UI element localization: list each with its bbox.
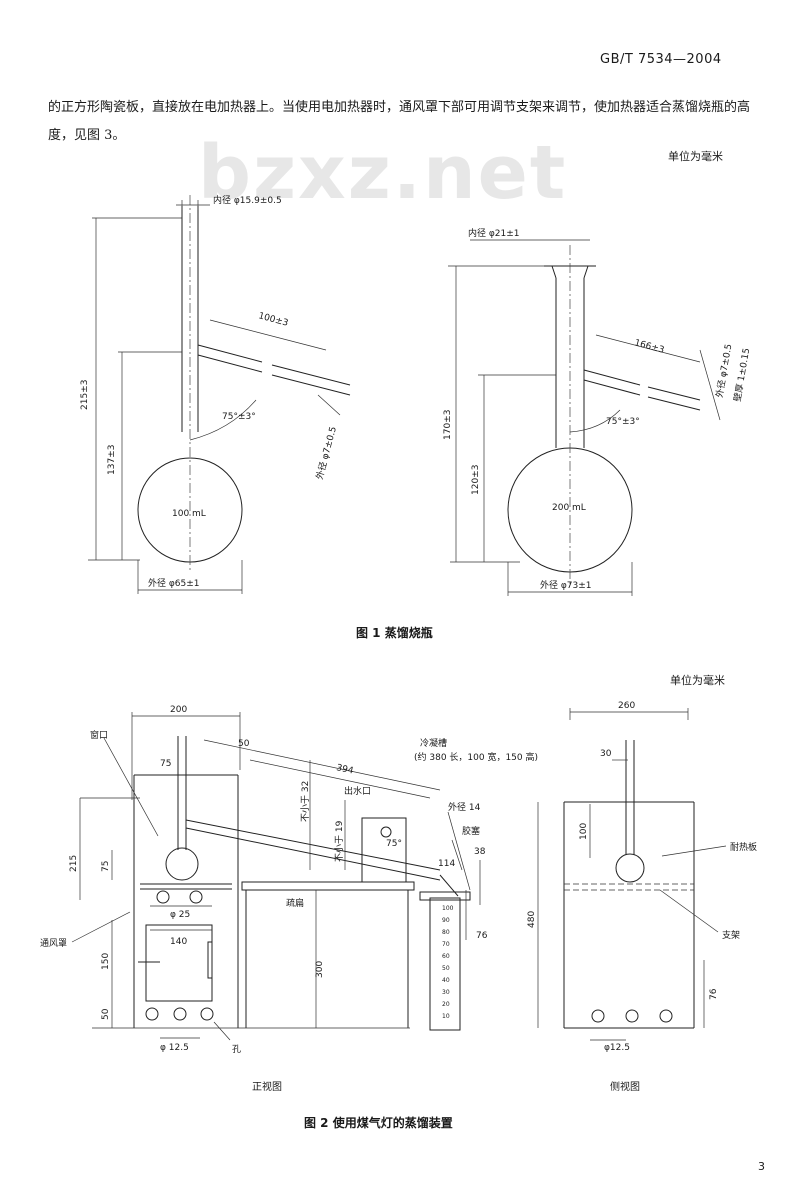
standard-code: GB/T 7534—2004 xyxy=(600,52,722,67)
left-lower-height: 137±3 xyxy=(107,445,117,475)
left-volume: 100 mL xyxy=(172,509,206,519)
front-angle-75: 75° xyxy=(386,839,402,849)
right-total-height: 170±3 xyxy=(443,410,453,440)
left-angle: 75°±3° xyxy=(222,412,256,422)
front-dim-76: 76 xyxy=(476,931,488,941)
right-wall: 壁厚 1±0.15 xyxy=(731,347,752,402)
front-dim-38: 38 xyxy=(474,847,486,857)
front-view-label: 正视图 xyxy=(252,1082,282,1093)
side-dim-76: 76 xyxy=(709,988,719,1000)
front-not-less-32: 不小于 32 xyxy=(300,781,311,822)
right-side-outer: 外径 φ7±0.5 xyxy=(713,343,734,399)
cyl-tick-5: 50 xyxy=(442,965,450,972)
front-rubber-plug: 胶塞 xyxy=(462,825,480,837)
front-dim-114: 114 xyxy=(438,859,455,869)
left-inner-dia: 内径 φ15.9±0.5 xyxy=(213,194,282,206)
side-shield: 耐热板 xyxy=(730,841,757,853)
figure1-caption: 图 1 蒸馏烧瓶 xyxy=(356,626,433,640)
side-dim-480: 480 xyxy=(527,911,537,928)
right-side-length: 166±3 xyxy=(633,338,665,356)
figure2-unit: 单位为毫米 xyxy=(670,674,725,687)
left-outer-dia: 外径 φ65±1 xyxy=(148,577,200,589)
figure2-side-drawing xyxy=(537,708,727,1041)
front-dim-300: 300 xyxy=(315,961,325,978)
right-outer-dia: 外径 φ73±1 xyxy=(540,579,592,591)
figure1-unit: 单位为毫米 xyxy=(668,150,723,163)
front-dim-50: 50 xyxy=(238,739,250,749)
side-dim-100: 100 xyxy=(579,823,589,840)
left-total-height: 215±3 xyxy=(80,380,90,410)
right-lower-height: 120±3 xyxy=(471,465,481,495)
front-width-200: 200 xyxy=(170,705,187,715)
front-phi-140: 140 xyxy=(170,937,187,947)
front-outlet: 出水口 xyxy=(344,785,371,797)
front-window-label: 窗口 xyxy=(90,729,108,741)
side-view-label: 侧视图 xyxy=(610,1082,640,1093)
right-inner-dia: 内径 φ21±1 xyxy=(468,227,520,239)
cyl-tick-9: 10 xyxy=(442,1013,450,1020)
front-dim-50b: 50 xyxy=(101,1008,111,1020)
cyl-tick-4: 60 xyxy=(442,953,450,960)
side-dim-30: 30 xyxy=(600,749,612,759)
cyl-tick-1: 90 xyxy=(442,917,450,924)
front-drain: 疏扁 xyxy=(286,897,304,909)
cyl-tick-0: 100 xyxy=(442,905,454,912)
body-paragraph: 的正方形陶瓷板，直接放在电加热器上。当使用电加热器时，通风罩下部可用调节支架来调… xyxy=(48,100,751,143)
front-dim-75b: 75 xyxy=(101,861,111,872)
left-flask xyxy=(88,195,351,594)
side-support: 支架 xyxy=(722,929,740,941)
front-phi-25: φ 25 xyxy=(170,910,190,920)
cyl-tick-2: 80 xyxy=(442,929,450,936)
side-phi-12-5: φ12.5 xyxy=(604,1043,630,1053)
front-phi-12-5: φ 12.5 xyxy=(160,1043,189,1053)
front-not-less-19: 不小于 19 xyxy=(334,820,345,862)
front-wind-screen: 通风罩 xyxy=(40,938,67,949)
figure2-front-drawing xyxy=(71,712,481,1041)
cyl-tick-3: 70 xyxy=(442,941,450,948)
left-side-length: 100±3 xyxy=(257,311,289,329)
side-width-260: 260 xyxy=(618,701,635,711)
front-dim-75: 75 xyxy=(160,759,171,769)
cyl-tick-7: 30 xyxy=(442,989,450,996)
cyl-tick-6: 40 xyxy=(442,977,450,984)
front-condenser-size: (约 380 长，100 宽，150 高) xyxy=(414,751,538,763)
watermark: bzxz.net xyxy=(198,130,568,216)
right-volume: 200 mL xyxy=(552,503,586,513)
front-condenser: 冷凝槽 xyxy=(420,737,447,749)
front-dim-394: 394 xyxy=(335,763,354,776)
figure2-caption: 图 2 使用煤气灯的蒸馏装置 xyxy=(304,1116,453,1130)
right-flask xyxy=(448,239,721,596)
right-angle: 75°±3° xyxy=(606,417,640,427)
page-number: 3 xyxy=(758,1160,765,1173)
front-dim-215: 215 xyxy=(69,855,79,872)
cylinder-scale: 100 90 80 70 60 50 40 30 20 10 xyxy=(442,905,454,1020)
front-holes: 孔 xyxy=(232,1044,241,1055)
cyl-tick-8: 20 xyxy=(442,1001,450,1008)
front-dim-150: 150 xyxy=(101,953,111,970)
front-outer-dia-14: 外径 14 xyxy=(448,801,481,813)
left-side-outer: 外径 φ7±0.5 xyxy=(313,425,339,481)
